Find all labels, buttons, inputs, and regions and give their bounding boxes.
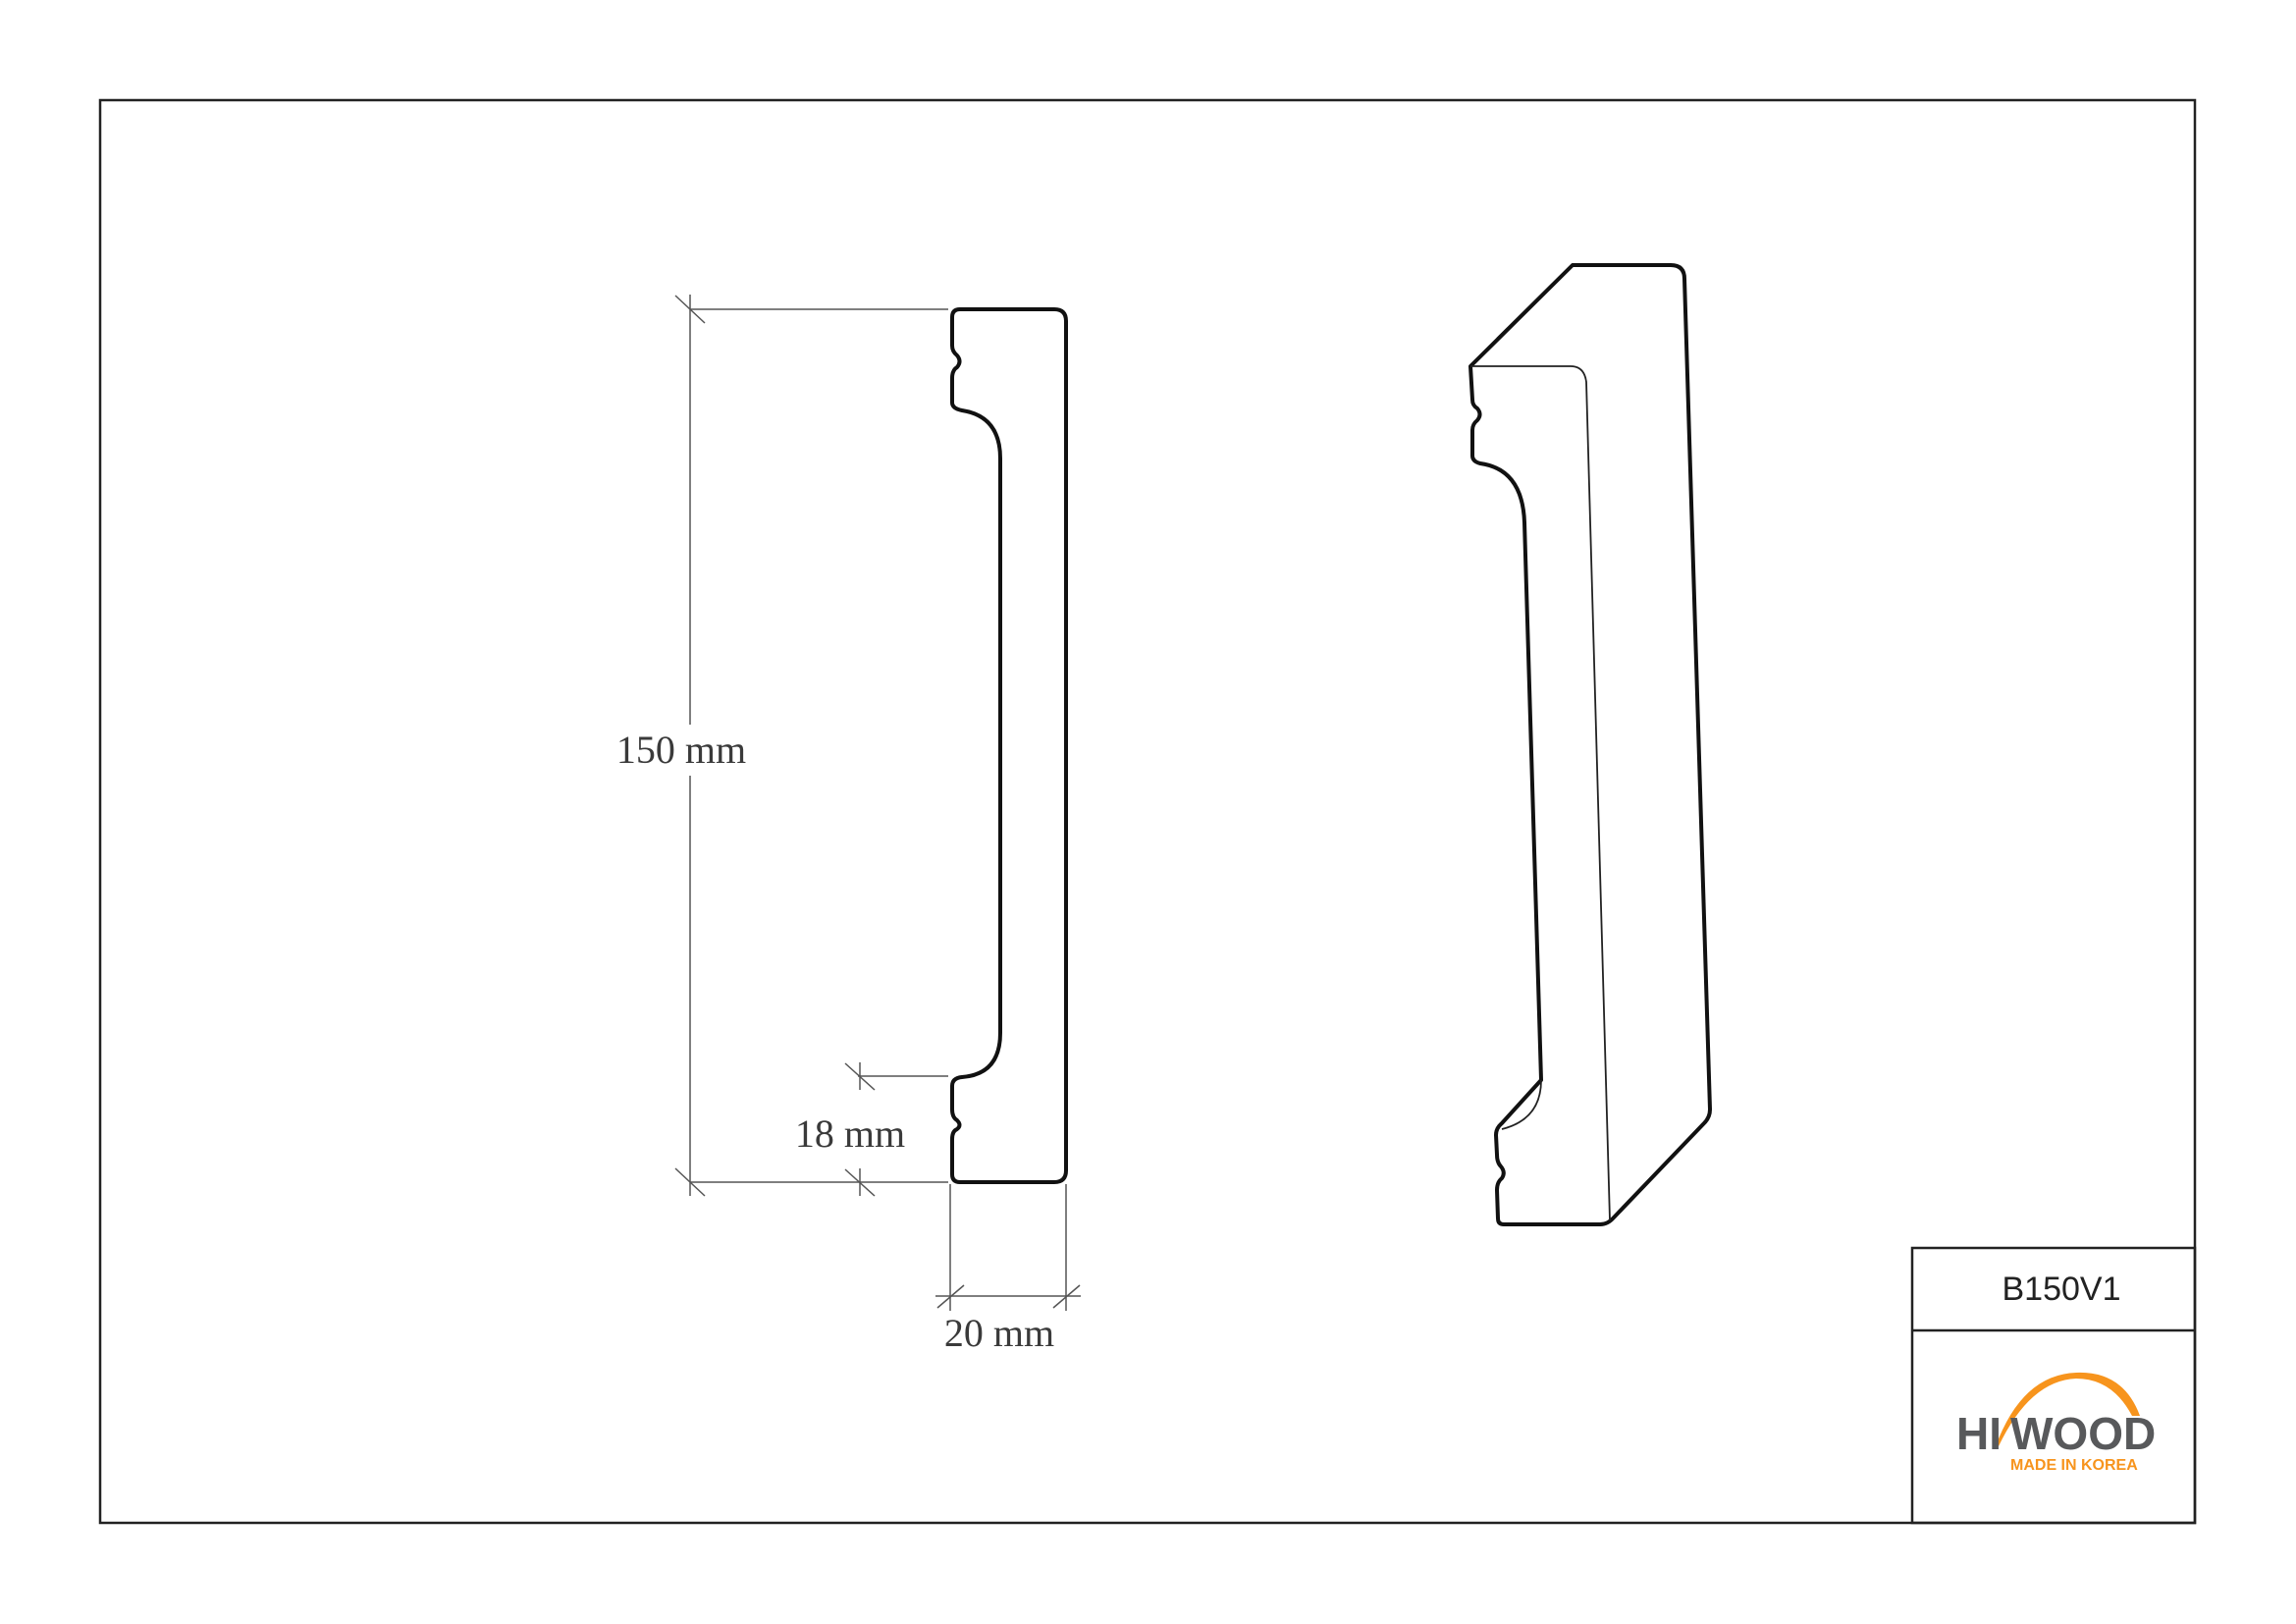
logo-brand-left: HI xyxy=(1956,1408,2002,1459)
dimension-height: 150 mm xyxy=(616,295,948,1197)
dimension-height-label: 150 mm xyxy=(616,728,746,772)
dimension-thickness: 20 mm xyxy=(935,1184,1081,1355)
logo-brand-right: WOOD xyxy=(2010,1408,2156,1459)
dimension-thickness-label: 20 mm xyxy=(944,1311,1054,1355)
logo-tagline: MADE IN KOREA xyxy=(2010,1457,2138,1474)
drawing-frame xyxy=(98,98,2197,1525)
product-code: B150V1 xyxy=(2002,1271,2121,1308)
profile-isometric-view xyxy=(1468,263,1712,1226)
dimension-lip: 18 mm xyxy=(795,1062,948,1197)
profile-cross-section xyxy=(950,307,1068,1184)
dimension-lip-label: 18 mm xyxy=(795,1111,905,1156)
hiwood-logo: HI WOOD MADE IN KOREA xyxy=(1956,1372,2156,1474)
title-block: B150V1 HI WOOD MADE IN KOREA xyxy=(1910,1246,2197,1525)
